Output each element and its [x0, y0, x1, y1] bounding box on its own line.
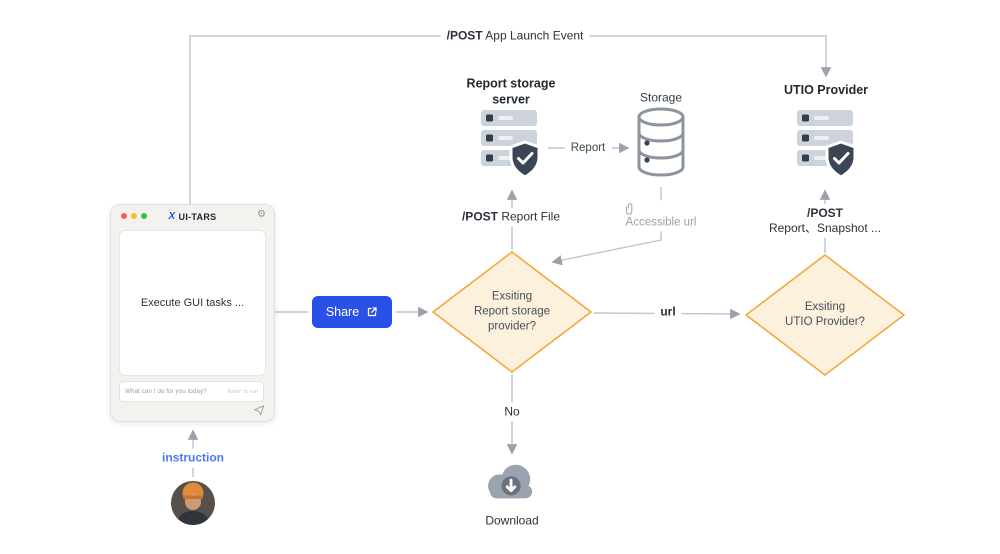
traffic-lights [121, 213, 147, 219]
window-header: X UI-TARS ⚙ [111, 205, 274, 228]
chat-content-area: Execute GUI tasks ... [119, 230, 266, 376]
close-button[interactable] [121, 213, 127, 219]
diamond-utio-provider [744, 253, 906, 377]
minimize-button[interactable] [131, 213, 137, 219]
download-cloud-icon [483, 460, 541, 506]
shield-check-icon [509, 140, 541, 179]
report-edge-label: Report [564, 138, 612, 158]
url-edge-label: url [654, 302, 682, 322]
external-link-icon [368, 307, 377, 317]
diamond-report-storage [431, 250, 593, 374]
enter-to-run-hint: 'Enter' to run [226, 388, 258, 395]
accessible-url-label: Accessible url [619, 200, 703, 232]
send-icon[interactable] [254, 405, 265, 416]
user-avatar [171, 481, 215, 525]
share-button[interactable]: Share [312, 296, 392, 328]
post-utio-label: /POST Report、Snapshot ... [762, 204, 888, 238]
chat-content-text: Execute GUI tasks ... [140, 297, 245, 309]
instruction-label: instruction [156, 448, 230, 468]
chat-input-bar[interactable]: 'Enter' to run [119, 381, 264, 402]
zoom-button[interactable] [141, 213, 147, 219]
window-title-text: UI-TARS [178, 211, 217, 222]
shield-check-icon [825, 140, 857, 179]
diamond-utio-text: Exsiting UTIO Provider? [785, 301, 865, 328]
gear-icon[interactable]: ⚙ [257, 209, 266, 220]
report-server-icon [478, 108, 544, 182]
app-launch-event-label: /POST App Launch Event [440, 26, 590, 46]
diamond-report-storage-text: Exsiting Report storage provider? [473, 290, 551, 333]
storage-database-icon [635, 106, 687, 180]
ui-tars-logo-icon: X [168, 211, 176, 222]
no-edge-label: No [498, 402, 526, 422]
report-server-title: Report storage server [466, 76, 556, 106]
window-title: X UI-TARS [169, 211, 217, 222]
share-button-label: Share [325, 305, 360, 319]
ui-tars-app-window: X UI-TARS ⚙ Execute GUI tasks ... 'Enter… [110, 204, 275, 422]
utio-provider-icon [794, 108, 860, 182]
post-report-file-label: /POST Report File [455, 207, 567, 227]
chat-input[interactable] [125, 388, 224, 395]
storage-title: Storage [639, 90, 683, 105]
utio-provider-title: UTIO Provider [783, 83, 869, 98]
paperclip-icon [625, 203, 633, 215]
download-label: Download [485, 513, 539, 528]
